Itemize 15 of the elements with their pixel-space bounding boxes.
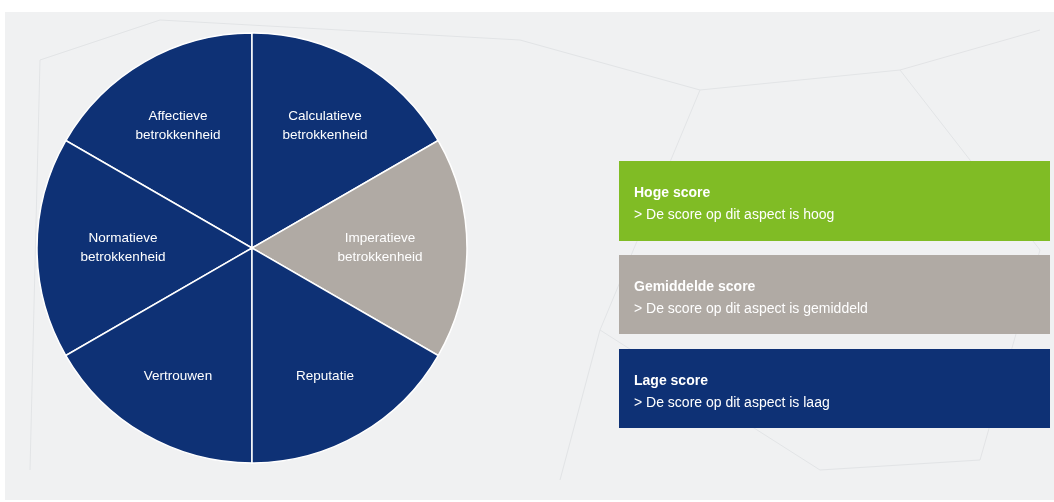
slice-label: Reputatie [295, 366, 355, 385]
card-heading: Hoge score [634, 183, 712, 202]
slice-label: Imperatieve betrokkenheid [336, 229, 424, 266]
card-description: > De score op dit aspect is hoog [634, 205, 836, 224]
slice-label: Affectieve betrokkenheid [134, 107, 222, 144]
score-card [619, 161, 1050, 241]
card-heading: Lage score [634, 371, 709, 390]
slice-label: Calculatieve betrokkenheid [281, 107, 369, 144]
slice-label: Normatieve betrokkenheid [79, 229, 167, 266]
score-card [619, 255, 1050, 334]
card-description: > De score op dit aspect is laag [634, 393, 831, 412]
slice-label: Vertrouwen [142, 366, 214, 385]
card-description: > De score op dit aspect is gemiddeld [634, 299, 869, 318]
score-card [619, 349, 1050, 428]
card-heading: Gemiddelde score [634, 277, 757, 296]
